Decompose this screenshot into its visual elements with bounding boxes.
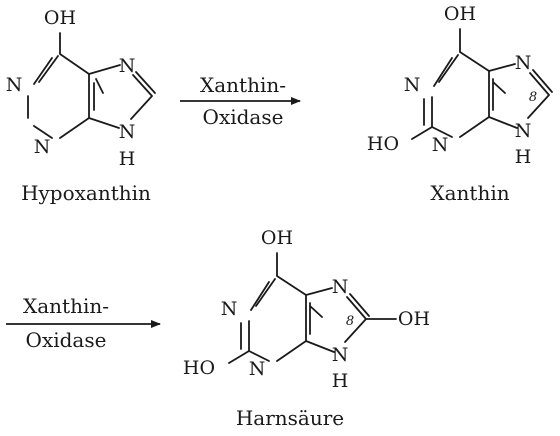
arrow-1-label-line2: Oxidase	[203, 105, 284, 129]
harnsaeure-n3: N	[249, 358, 266, 380]
xanthin-h9: H	[515, 146, 532, 168]
xanthin-n1: N	[404, 74, 421, 96]
harnsaeure-ho-2: HO	[183, 357, 215, 379]
harnsaeure-oh-6: OH	[261, 227, 293, 249]
arrow-2-label-line2: Oxidase	[26, 328, 107, 352]
xanthin-ho: HO	[367, 133, 399, 155]
xanthin-bonds	[411, 28, 553, 140]
xanthin-n7: N	[515, 52, 532, 74]
arrow-1-label-line1: Xanthin-	[200, 73, 286, 97]
arrow-1: Xanthin- Oxidase	[180, 73, 301, 129]
arrow-2: Xanthin- Oxidase	[6, 294, 161, 352]
harnsaeure-n1: N	[221, 298, 238, 320]
caption-hypoxanthin: Hypoxanthin	[21, 181, 151, 205]
harnsaeure-h9: H	[332, 370, 349, 392]
molecule-xanthin: OH N HO N N 8 N H	[367, 3, 553, 168]
arrow-2-label-line1: Xanthin-	[23, 294, 109, 318]
harnsaeure-n9: N	[332, 344, 349, 366]
caption-xanthin: Xanthin	[430, 181, 509, 205]
harnsaeure-bonds	[228, 252, 397, 364]
hypoxanthin-oh: OH	[44, 7, 76, 29]
harnsaeure-locant-8: 8	[346, 314, 354, 329]
hypoxanthin-n7: N	[119, 55, 136, 77]
molecule-harnsaeure: OH N HO N N 8 OH N H	[183, 227, 430, 392]
hypoxanthin-h9: H	[119, 148, 136, 170]
xanthin-locant-8: 8	[529, 90, 537, 105]
caption-harnsaeure: Harnsäure	[236, 406, 344, 430]
molecule-hypoxanthin: OH N N N N H	[6, 7, 156, 170]
xanthin-n3: N	[432, 134, 449, 156]
xanthin-oh: OH	[444, 3, 476, 25]
xanthin-n9: N	[515, 120, 532, 142]
hypoxanthin-bonds	[27, 32, 156, 139]
hypoxanthin-n9: N	[119, 121, 136, 143]
harnsaeure-n7: N	[332, 276, 349, 298]
hypoxanthin-n1: N	[6, 74, 23, 96]
harnsaeure-oh-8: OH	[398, 308, 430, 330]
hypoxanthin-n3: N	[34, 136, 51, 158]
